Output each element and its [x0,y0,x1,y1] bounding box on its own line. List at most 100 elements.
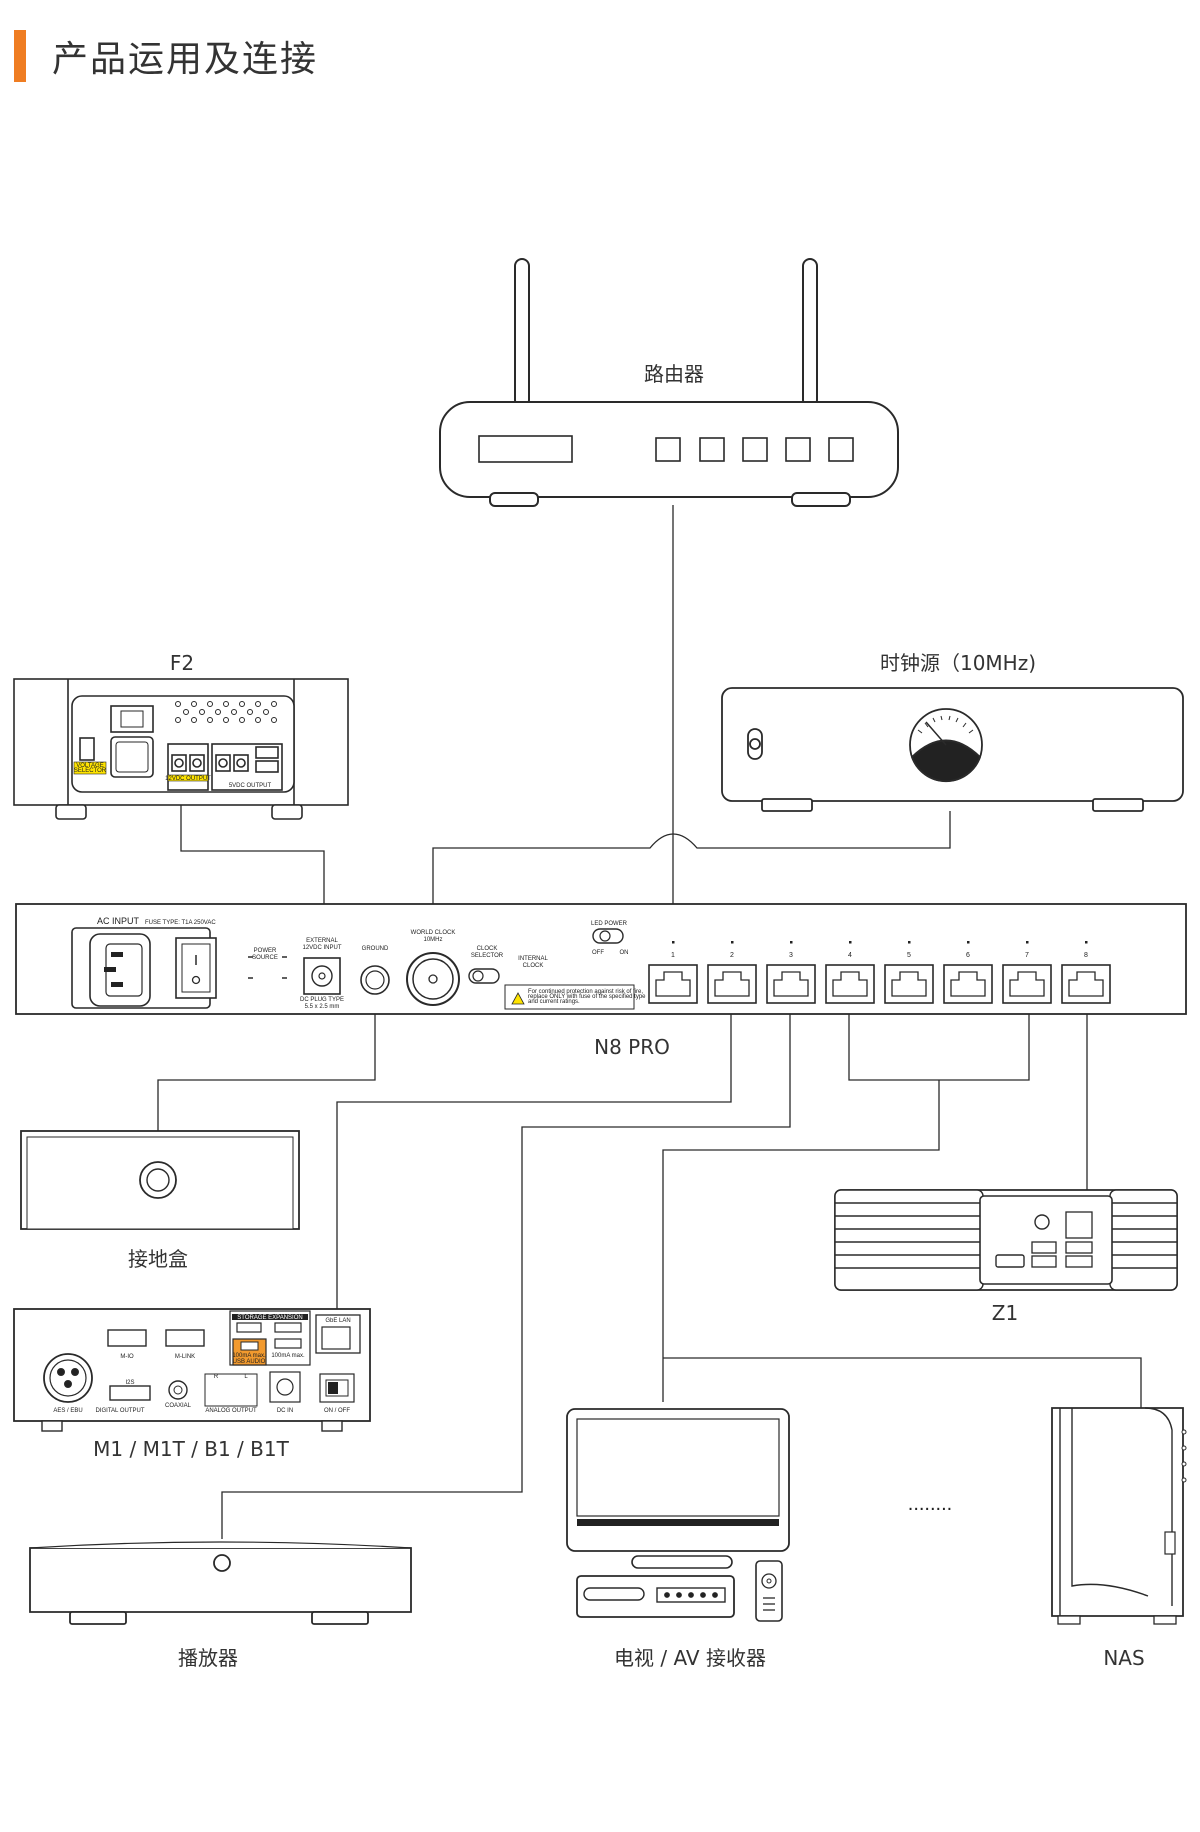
z1-device [834,1189,1178,1291]
m1-r-text: R [214,1374,219,1380]
ethernet-port-number: 5 [907,952,911,959]
z1-fins-left [834,1189,984,1291]
f2-label: F2 [170,651,194,675]
ground-box-device [20,1130,300,1230]
cable-port4-7-drop [662,1080,940,1402]
clock-foot-right [1092,798,1144,812]
player-button [213,1554,231,1572]
n8-dc-plug-text2: 5.5 x 2.5 mm [305,1004,340,1010]
cable-port3-player [221,1002,791,1539]
z1-lan [1065,1211,1093,1239]
player-label: 播放器 [178,1646,238,1670]
ethernet-port-number: 3 [789,952,793,959]
router-antenna-left [514,258,530,408]
ethernet-port-number: 7 [1025,952,1029,959]
m1-i2s [109,1385,151,1401]
ethernet-port-8: 8 [1061,941,1111,1004]
av-receiver [576,1575,735,1618]
router-display [478,435,573,463]
m1-ma-left-text: 100mA max. [232,1353,266,1359]
ethernet-port-number: 4 [848,952,852,959]
m1-gbe-text: GbE LAN [325,1318,350,1324]
n8-internal-clock-text2: CLOCK [523,963,544,969]
tv-label: 电视 / AV 接收器 [614,1646,766,1670]
n8-led-power-text: LED POWER [591,921,628,927]
connection-lines [157,505,1142,1539]
n8-clock-selector-text1: CLOCK [477,946,498,952]
n8-ethernet-ports: 1 2 3 4 5 6 7 8 [648,941,1111,1004]
ground-box-label: 接地盒 [128,1247,188,1271]
router-port-1 [655,437,681,462]
m1-mio [107,1329,147,1347]
router-port-4 [785,437,811,462]
n8-warning-text1: For continued protection against risk of… [528,989,643,995]
ethernet-port-1: 1 [648,941,698,1004]
m1-on-off-text: ON / OFF [324,1408,350,1414]
n8-warning-text3: and current ratings. [528,999,580,1005]
f2-usb-output-text: 5VDC OUTPUT [229,783,272,789]
n8-on-text: ON [620,950,629,956]
section-title: 产品运用及连接 [52,39,319,80]
z1-usb-2 [1031,1255,1057,1268]
z1-usb-4 [1065,1255,1093,1268]
nas-device [1051,1407,1187,1625]
n8-warning-text2: replace ONLY with fuse of the specified … [528,994,646,1000]
player-foot-left [69,1611,127,1625]
cable-port2-m1 [336,1002,732,1331]
router-foot-left [489,492,539,507]
player-device [29,1541,412,1625]
f2-foot-right [271,804,303,820]
player-foot-right [311,1611,369,1625]
accent-bar [14,30,26,82]
m1-i2s-text: I2S [125,1380,134,1386]
n8-device [15,903,1187,1015]
m1-mio-text: M-IO [120,1354,134,1360]
n8-clock-selector-text2: SELECTOR [471,953,504,959]
ellipsis: ........ [908,1493,952,1515]
router-device [439,258,899,507]
n8-ac-input-text: AC INPUT [97,916,140,926]
n8-world-clock-text1: WORLD CLOCK [411,930,456,936]
z1-panel [979,1195,1113,1285]
ethernet-port-number: 1 [671,952,675,959]
m1-ma-right-text: 100mA max. [271,1353,305,1359]
n8-internal-clock-text1: INTERNAL [518,956,548,962]
n8-dc-plug-text1: DC PLUG TYPE [300,997,344,1003]
router-port-3 [742,437,768,462]
f2-voltage-text: VOLTAGE [76,763,103,769]
cable-tv-nas [663,1357,1142,1414]
m1-label: M1 / M1T / B1 / B1T [93,1437,289,1461]
router-label: 路由器 [644,362,704,386]
ethernet-port-number: 6 [966,952,970,959]
z1-usb-3 [1065,1241,1093,1254]
n8-ground-text: GROUND [362,946,389,952]
f2-switch [79,737,95,761]
nas-label: NAS [1103,1646,1144,1670]
tv-stand [631,1555,733,1569]
ethernet-port-5: 5 [884,941,934,1004]
ethernet-port-number: 2 [730,952,734,959]
clock-foot-left [761,798,813,812]
m1-aes-text: AES / EBU [53,1408,82,1414]
n8-dc-input [303,957,341,995]
router-antenna-right [802,258,818,408]
ethernet-port-3: 3 [766,941,816,1004]
z1-fins-right [1109,1189,1178,1291]
f2-voltage-text2: SELECTOR [74,768,107,774]
m1-mlink [165,1329,205,1347]
m1-device [13,1308,371,1432]
nas-foot-left [1057,1615,1081,1625]
section-header: 产品运用及连接 [14,30,318,82]
ethernet-port-2: 2 [707,941,757,1004]
f2-vent-dots [175,701,277,723]
z1-hdmi [995,1254,1025,1268]
tv-remote [755,1560,783,1622]
m1-dc-in-text: DC IN [277,1408,293,1414]
z1-usb-1 [1031,1241,1057,1254]
f2-voltage-sticker [73,761,107,775]
nas-body [1051,1407,1184,1617]
cable-ground-box [157,1000,376,1164]
tv-device [566,1408,790,1622]
n8-warning-label [504,984,635,1010]
